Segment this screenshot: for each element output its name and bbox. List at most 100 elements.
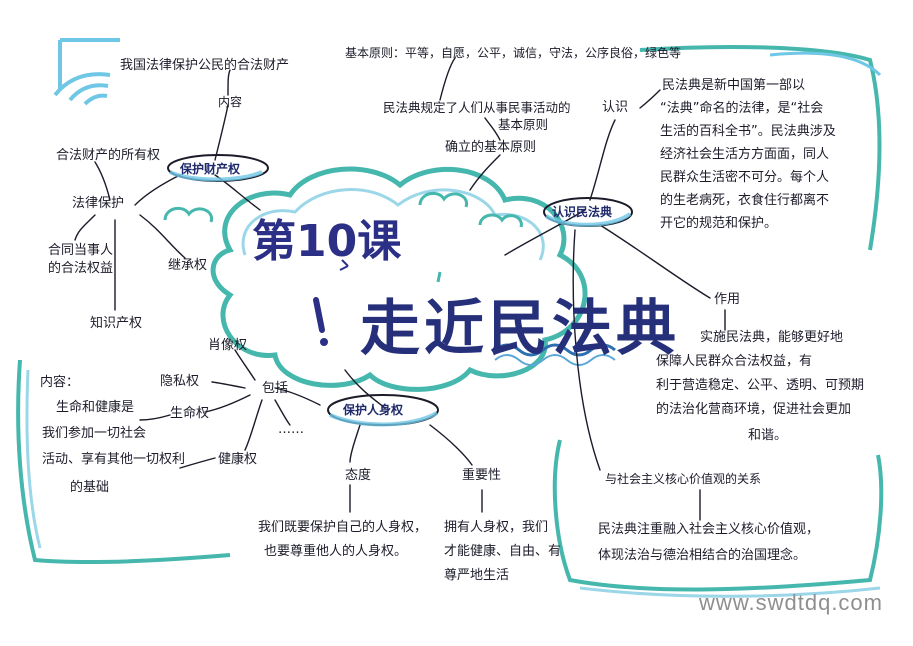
know-recognize-line-5: 民群众生活密不可分。每个人	[660, 170, 830, 185]
exclaim-dot	[320, 338, 328, 346]
know-values-line-2: 体现法治与德治相结合的治国理念。	[598, 548, 807, 563]
line-life-content	[139, 414, 171, 421]
line-legal-owner	[94, 161, 111, 201]
personal-portrait: 肖像权	[208, 338, 248, 353]
line-prop-content	[214, 104, 229, 161]
know-values-label: 与社会主义核心价值观的关系	[605, 472, 762, 486]
line-prop-legal	[134, 174, 181, 206]
line-know-effect	[599, 224, 711, 299]
know-recognize-label: 认识	[602, 100, 629, 115]
panel-left-bottom	[16, 359, 231, 565]
line-pers-include	[274, 387, 321, 406]
know-values-line-1: 民法典注重融入社会主义核心价值观，	[598, 522, 820, 537]
page-title: 走近民法典	[360, 294, 680, 364]
property-ip: 知识产权	[90, 316, 143, 331]
know-effect-line-1: 实施民法典，能够更好地	[700, 330, 844, 345]
line-include-dots	[274, 399, 291, 426]
line-include-life	[204, 394, 251, 413]
personal-attitude-2: 也要尊重他人的人身权。	[264, 544, 408, 559]
cloud-small-top	[418, 191, 469, 208]
know-effect-line-3: 利于营造稳定、公平、透明、可预期	[656, 378, 865, 393]
know-recognize-line-2: “法典”命名的法律，是“社会	[660, 101, 824, 116]
know-recognize-line-3: 生活的百科全书”。民法典涉及	[660, 124, 836, 139]
personal-importance-2: 才能健康、自由、有	[444, 544, 562, 559]
personal-privacy: 隐私权	[160, 374, 200, 389]
line-include-privacy	[211, 381, 246, 389]
property-contract-2: 的合法权益	[48, 261, 114, 276]
know-effect-line-4: 的法治化营商环境，促进社会更加	[656, 402, 852, 417]
panel-right-bottom-b	[579, 586, 881, 598]
personal-health: 健康权	[218, 452, 258, 467]
personal-life: 生命权	[170, 406, 210, 421]
property-inheritance: 继承权	[168, 258, 208, 273]
cloud-small-right	[478, 213, 523, 228]
line-pers-attitude	[349, 424, 361, 463]
property-content-label: 内容	[218, 95, 243, 109]
title-wave-2	[494, 354, 616, 366]
wifi-arc-2	[68, 83, 109, 102]
line-include-portrait	[234, 349, 256, 381]
personal-dots: ……	[278, 422, 304, 437]
line-content-text	[227, 69, 231, 96]
personal-content-2: 生命和健康是	[56, 400, 135, 415]
principle-basic: 基本原则：平等，自愿，公平，诚信，守法，公序良俗，绿色等	[345, 46, 682, 60]
know-effect-line-2: 保障人民群众合法权益，有	[656, 354, 813, 369]
wifi-arc-3	[83, 93, 108, 106]
property-legal-label: 法律保护	[72, 196, 125, 211]
line-principle-regulate	[484, 117, 501, 141]
line-legal-contract	[74, 214, 96, 241]
lesson-number: 第10课	[252, 216, 402, 267]
cloud-small-left	[163, 206, 214, 223]
personal-importance-label: 重要性	[462, 468, 502, 483]
line-know-recognize	[589, 119, 616, 201]
wifi-arc	[53, 72, 111, 97]
title-wave	[494, 343, 616, 357]
line-pers-importance	[429, 424, 473, 466]
node-know: 认识民法典	[552, 205, 613, 219]
personal-attitude-label: 态度	[345, 468, 372, 483]
property-contract-1: 合同当事人	[48, 243, 114, 258]
personal-content-5: 的基础	[70, 480, 110, 495]
know-recognize-line-6: 的生老病死，衣食住行都离不	[660, 193, 830, 208]
property-ownership: 合法财产的所有权	[56, 148, 161, 163]
bracket-topleft	[58, 38, 120, 90]
panel-right-bottom	[552, 439, 884, 592]
line-health-content	[179, 457, 216, 469]
line-title-personal	[344, 369, 386, 409]
panel-right-top-b	[769, 51, 882, 77]
personal-content-1: 内容：	[40, 375, 80, 390]
property-content-text: 我国法律保护公民的合法财产	[120, 58, 290, 73]
line-include-health	[244, 399, 263, 451]
line-recognize-text	[639, 89, 661, 109]
node-property: 保护财产权	[180, 162, 241, 176]
line-legal-inherit	[139, 214, 186, 259]
personal-content-4: 活动、享有其他一切权利	[42, 452, 186, 467]
line-title-principle	[469, 154, 501, 191]
title-cloud	[210, 166, 588, 392]
line-principle-basic	[439, 57, 456, 101]
node-personal: 保护人身权	[343, 403, 404, 417]
personal-include-label: 包括	[262, 381, 289, 396]
exclaim-mark	[313, 297, 325, 333]
sparkle-2	[436, 271, 442, 283]
know-effect-line-5: 和谐。	[748, 428, 788, 443]
personal-attitude-1: 我们既要保护自己的人身权，	[258, 520, 428, 535]
line-title-know	[504, 209, 586, 256]
personal-importance-1: 拥有人身权，我们	[444, 520, 549, 535]
know-recognize-line-4: 经济社会生活方方面面，同人	[660, 147, 830, 162]
watermark: www.swdtdq.com	[699, 590, 883, 615]
principle-regulate-2: 基本原则	[498, 117, 549, 132]
know-recognize-line-1: 民法典是新中国第一部以	[662, 78, 806, 93]
node-principle: 确立的基本原则	[445, 140, 537, 155]
sparkle-1	[339, 259, 349, 271]
know-recognize-line-7: 开它的规范和保护。	[660, 216, 778, 231]
principle-regulate-1: 民法典规定了人们从事民事活动的	[383, 100, 571, 115]
personal-importance-3: 尊严地生活	[444, 568, 510, 583]
panel-left-bottom-b	[25, 369, 42, 549]
know-effect-label: 作用	[714, 292, 741, 307]
line-know-values	[572, 229, 601, 471]
panel-right-top	[639, 45, 882, 251]
